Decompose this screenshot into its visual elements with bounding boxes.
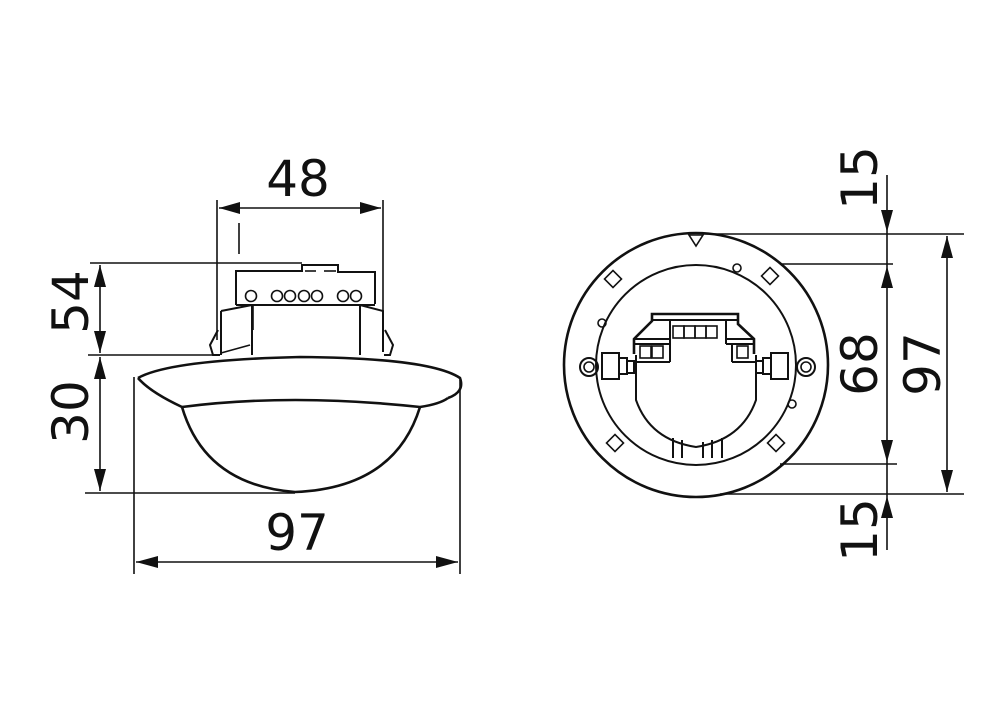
dimension-97-bottom: 97 <box>133 377 461 574</box>
dim-label-68: 68 <box>831 332 889 396</box>
bump <box>732 263 742 273</box>
dim-label-97-bottom: 97 <box>265 504 329 562</box>
flange <box>137 355 463 409</box>
bump <box>787 399 797 409</box>
mounting-slots <box>603 266 786 453</box>
dimension-30: 30 <box>42 357 295 494</box>
dome-lens <box>180 406 422 494</box>
inner-ring <box>595 264 797 466</box>
top-view-dimensions: 15 68 97 15 <box>703 146 964 562</box>
dim-label-15-bottom: 15 <box>831 498 889 562</box>
terminal-block <box>235 264 376 306</box>
housing-body <box>208 304 395 356</box>
dimension-54: 54 <box>42 262 302 356</box>
connector-block <box>632 312 756 363</box>
dim-label-30: 30 <box>42 380 100 444</box>
dim-label-15-top: 15 <box>831 146 889 210</box>
insert-body <box>601 352 789 458</box>
screw-left <box>579 357 599 377</box>
terminal-screws <box>244 289 363 303</box>
side-view: 48 54 30 97 <box>42 150 463 574</box>
dim-label-54: 54 <box>42 270 100 334</box>
top-view: 15 68 97 15 <box>562 146 964 562</box>
outer-ring <box>562 231 830 499</box>
dimension-48: 48 <box>216 150 384 350</box>
orientation-mark <box>687 234 705 248</box>
bump <box>597 318 607 328</box>
dim-label-48: 48 <box>266 150 330 208</box>
dim-label-97-right: 97 <box>894 332 952 396</box>
screw-right <box>796 357 816 377</box>
